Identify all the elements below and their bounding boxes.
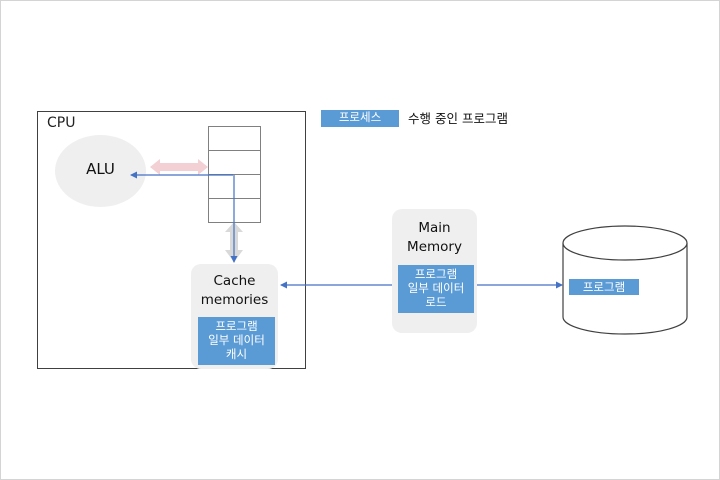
cache-title-line2: memories <box>200 292 269 308</box>
alu-node <box>55 135 146 207</box>
register-slot <box>209 151 260 175</box>
cache-tag-line: 프로그램 <box>215 319 258 333</box>
main-memory-tag: 프로그램 일부 데이터 로드 <box>398 265 474 313</box>
cache-tag: 프로그램 일부 데이터 캐시 <box>198 317 275 365</box>
alu-register-double-arrow <box>150 159 208 175</box>
cache-tag-line: 캐시 <box>225 347 248 361</box>
main-memory-tag-line: 프로그램 <box>414 267 458 281</box>
main-memory-title-line1: Main <box>418 220 451 236</box>
main-memory-title-line2: Memory <box>407 239 462 255</box>
register-slot <box>209 127 260 151</box>
cache-title-line1: Cache <box>213 273 256 289</box>
legend-description: 수행 중인 프로그램 <box>408 111 508 126</box>
main-memory-tag-line: 일부 데이터 <box>407 281 465 295</box>
cpu-label: CPU <box>47 115 76 131</box>
legend-swatch-label: 프로세스 <box>338 110 382 124</box>
legend-swatch: 프로세스 <box>321 110 399 127</box>
cache-tag-line: 일부 데이터 <box>208 333 265 347</box>
alu-label: ALU <box>86 160 115 178</box>
disk-tag: 프로그램 <box>569 279 639 295</box>
disk-tag-label: 프로그램 <box>582 280 626 294</box>
main-memory-tag-line: 로드 <box>425 295 447 309</box>
